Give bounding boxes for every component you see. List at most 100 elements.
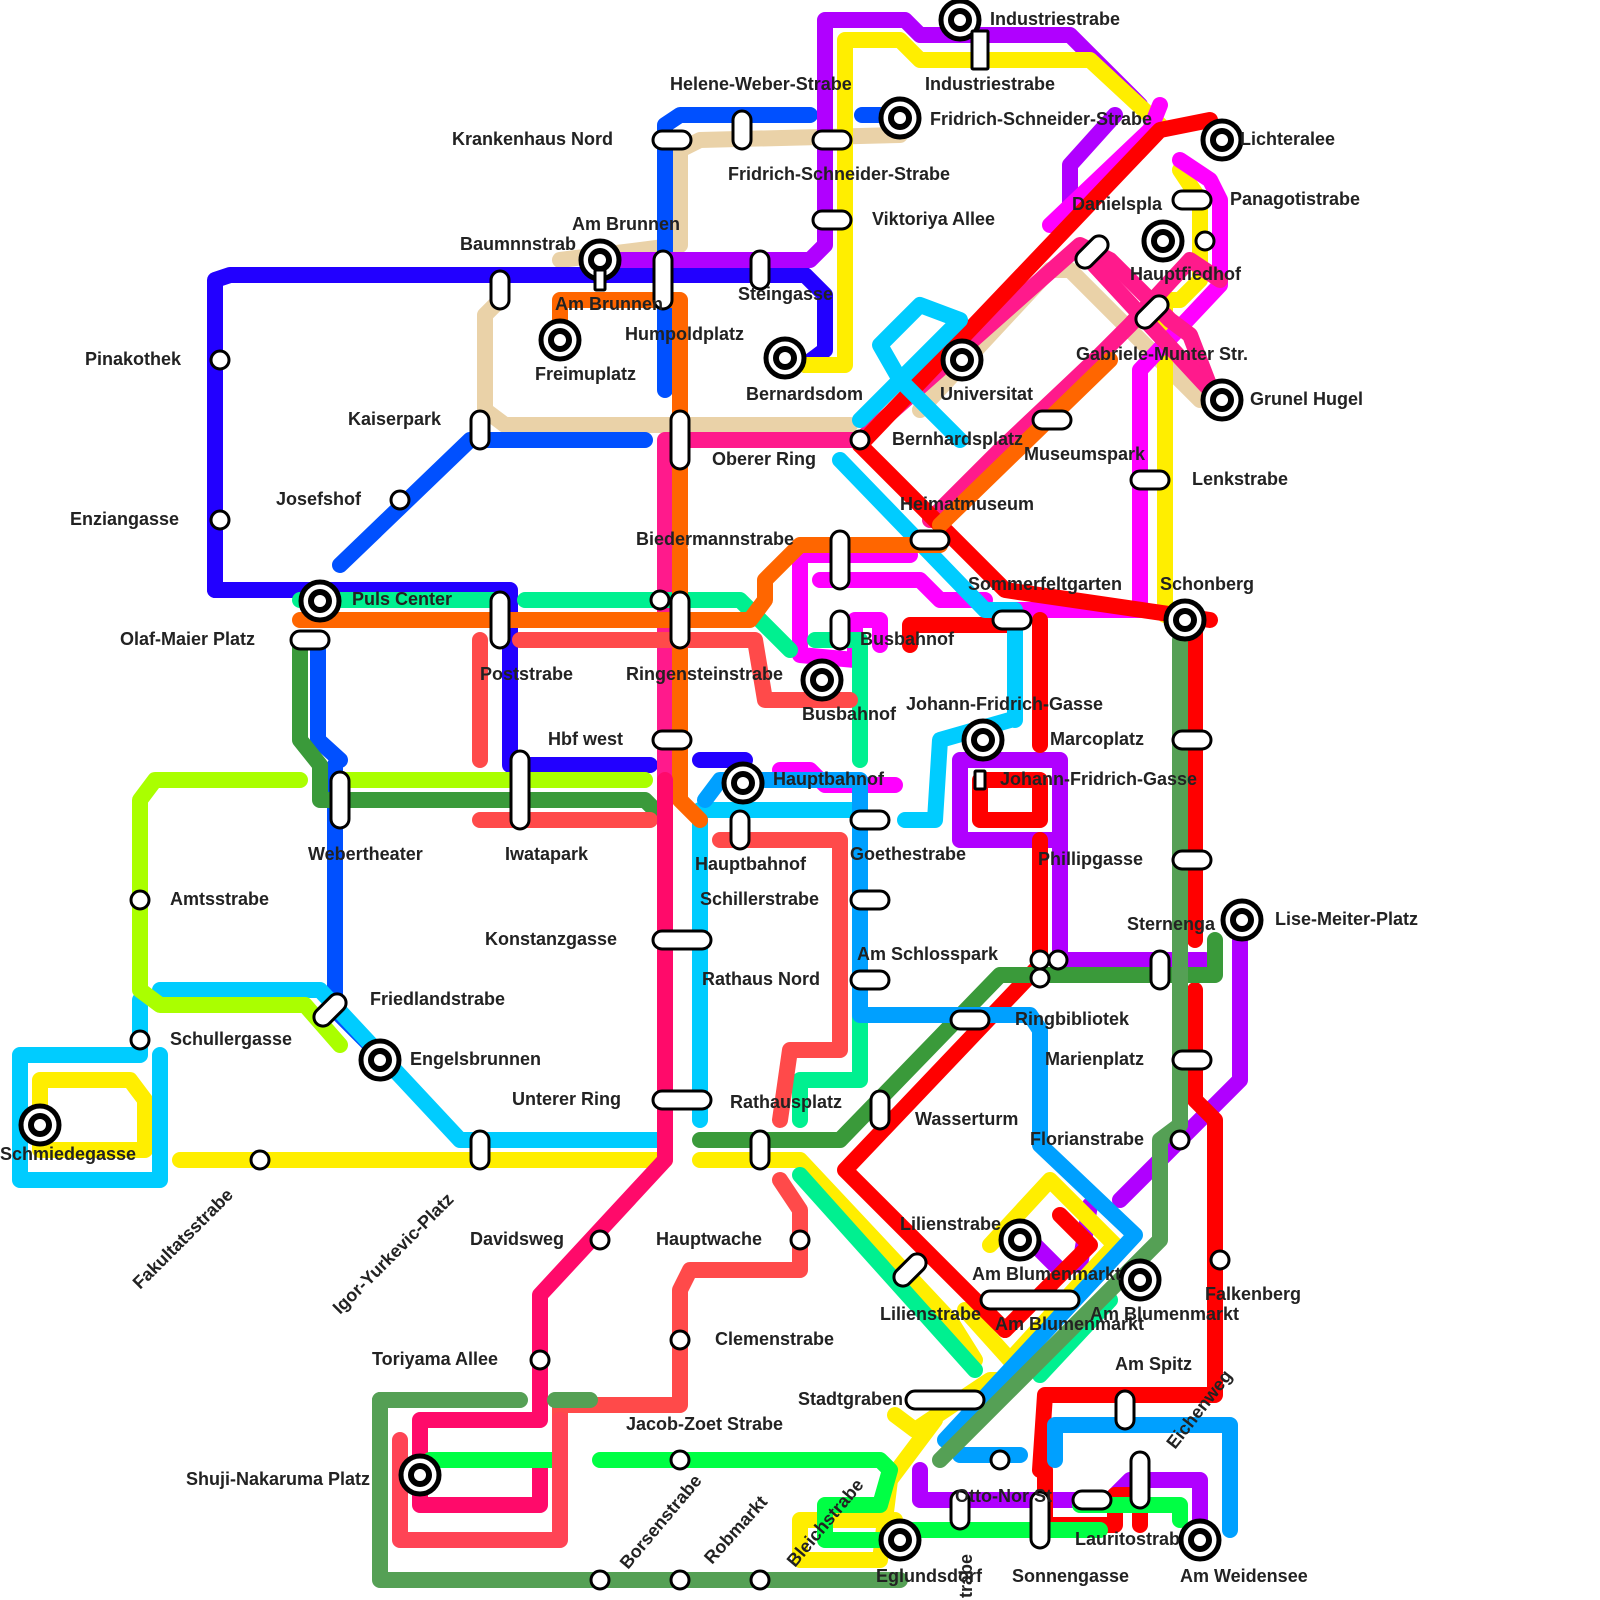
station-label[interactable]: Hbf west [548, 729, 623, 749]
station-marker[interactable] [669, 1569, 691, 1591]
station-marker[interactable] [749, 1569, 771, 1591]
station-marker[interactable] [1132, 292, 1172, 332]
station-marker[interactable] [310, 990, 350, 1030]
hub-station-marker[interactable] [358, 1038, 402, 1082]
station-label[interactable]: Schmiedegasse [0, 1144, 136, 1164]
station-label[interactable]: Am Blumenmarkt [995, 1314, 1144, 1334]
hub-station-marker[interactable] [1178, 1518, 1222, 1562]
station-label[interactable]: Borsenstrabe [616, 1471, 706, 1573]
station-marker[interactable] [1029, 1490, 1051, 1550]
station-label[interactable]: Friedlandstrabe [370, 989, 505, 1009]
station-label[interactable]: Fakultatsstrabe [129, 1185, 237, 1293]
station-marker[interactable] [651, 729, 693, 751]
hub-station-marker[interactable] [298, 579, 342, 623]
station-label[interactable]: Sternenga [1127, 914, 1216, 934]
hub-station-marker[interactable] [1118, 1258, 1162, 1302]
station-marker[interactable] [1029, 949, 1051, 971]
station-marker[interactable] [651, 129, 693, 151]
station-marker[interactable] [209, 509, 231, 531]
station-label[interactable]: Konstanzgasse [485, 929, 617, 949]
station-label[interactable]: Bernardsdom [746, 384, 863, 404]
station-label[interactable]: Josefshof [276, 489, 362, 509]
station-label[interactable]: Fridrich-Schneider-Strabe [728, 164, 950, 184]
station-marker[interactable] [1029, 967, 1051, 989]
hub-station-marker[interactable] [938, 0, 982, 42]
station-marker[interactable] [849, 429, 871, 451]
station-marker[interactable] [829, 529, 851, 591]
station-label[interactable]: Am Spitz [1115, 1354, 1192, 1374]
station-label[interactable]: trabe [956, 1554, 976, 1598]
station-label[interactable]: Poststrabe [480, 664, 573, 684]
station-marker[interactable] [731, 109, 753, 151]
station-marker[interactable] [669, 409, 691, 471]
station-marker[interactable] [973, 769, 987, 791]
station-label[interactable]: Am Weidensee [1180, 1566, 1308, 1586]
station-marker[interactable] [1071, 1489, 1113, 1511]
station-label[interactable]: Fridrich-Schneider-Strabe [930, 109, 1152, 129]
station-marker[interactable] [1171, 1049, 1213, 1071]
station-label[interactable]: Phillipgasse [1038, 849, 1143, 869]
station-label[interactable]: Engelsbrunnen [410, 1049, 541, 1069]
station-marker[interactable] [489, 269, 511, 311]
station-label[interactable]: Museumspark [1024, 444, 1146, 464]
hub-station-marker[interactable] [763, 336, 807, 380]
station-marker[interactable] [529, 1349, 551, 1371]
station-marker[interactable] [209, 349, 231, 371]
station-label[interactable]: Marienplatz [1045, 1049, 1144, 1069]
station-label[interactable]: Iwatapark [505, 844, 589, 864]
station-marker[interactable] [789, 1229, 811, 1251]
station-marker[interactable] [949, 1009, 991, 1031]
station-label[interactable]: Humpoldplatz [625, 324, 744, 344]
station-label[interactable]: Hauptbahnof [773, 769, 885, 789]
station-marker[interactable] [129, 889, 151, 911]
station-label[interactable]: Jacob-Zoet Strabe [626, 1414, 783, 1434]
station-marker[interactable] [1194, 230, 1216, 252]
station-label[interactable]: Gabriele-Munter Str. [1076, 344, 1248, 364]
hub-station-marker[interactable] [800, 658, 844, 702]
station-label[interactable]: Hauptbahnof [695, 854, 807, 874]
station-label[interactable]: Industriestrabe [925, 74, 1055, 94]
station-label[interactable]: Grunel Hugel [1250, 389, 1363, 409]
station-label[interactable]: Am Brunnen [555, 294, 663, 314]
hub-station-marker[interactable] [961, 718, 1005, 762]
hub-station-marker[interactable] [1200, 118, 1244, 162]
station-marker[interactable] [589, 1569, 611, 1591]
station-marker[interactable] [1129, 1450, 1151, 1510]
hub-station-marker[interactable] [18, 1103, 62, 1147]
station-label[interactable]: Lauritostrab [1075, 1529, 1180, 1549]
station-label[interactable]: Sommerfeltgarten [968, 574, 1122, 594]
station-label[interactable]: Viktoriya Allee [872, 209, 995, 229]
station-marker[interactable] [1171, 189, 1213, 211]
station-label[interactable]: Sonnengasse [1012, 1566, 1129, 1586]
station-label[interactable]: Florianstrabe [1030, 1129, 1144, 1149]
hub-station-marker[interactable] [1163, 598, 1207, 642]
station-label[interactable]: Ringbibliotek [1015, 1009, 1130, 1029]
hub-station-marker[interactable] [878, 96, 922, 140]
station-label[interactable]: Busbahnof [802, 704, 897, 724]
station-label[interactable]: Davidsweg [470, 1229, 564, 1249]
station-label[interactable]: Amtsstrabe [170, 889, 269, 909]
station-label[interactable]: Krankenhaus Nord [452, 129, 613, 149]
station-label[interactable]: Industriestrabe [990, 9, 1120, 29]
station-marker[interactable] [849, 969, 891, 991]
hub-station-marker[interactable] [1200, 378, 1244, 422]
station-marker[interactable] [649, 589, 671, 611]
hub-station-marker[interactable] [1220, 898, 1264, 942]
station-marker[interactable] [904, 1389, 986, 1411]
station-marker[interactable] [509, 749, 531, 831]
station-label[interactable]: Lilienstrabe [900, 1214, 1001, 1234]
station-label[interactable]: Toriyama Allee [372, 1349, 498, 1369]
station-label[interactable]: Robmarkt [700, 1492, 771, 1568]
station-marker[interactable] [1209, 1249, 1231, 1271]
station-label[interactable]: Eglundsdorf [876, 1566, 983, 1586]
station-marker[interactable] [489, 590, 511, 650]
station-marker[interactable] [587, 1227, 612, 1252]
station-marker[interactable] [1114, 1389, 1136, 1431]
station-label[interactable]: Johann-Fridrich-Gasse [1000, 769, 1197, 789]
station-marker[interactable] [669, 1449, 691, 1471]
station-marker[interactable] [970, 29, 990, 71]
hub-station-marker[interactable] [940, 338, 984, 382]
station-label[interactable]: Hauptwache [656, 1229, 762, 1249]
station-label[interactable]: Biedermannstrabe [636, 529, 794, 549]
station-label[interactable]: Heimatmuseum [900, 494, 1034, 514]
